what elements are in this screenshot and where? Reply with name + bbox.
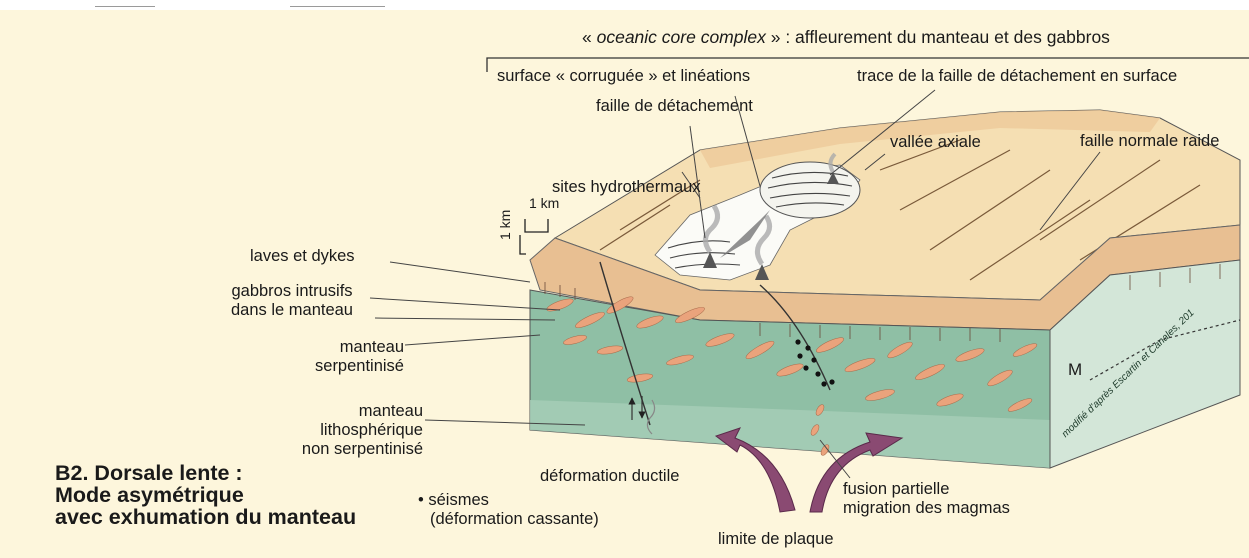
label-gabbros-line2: dans le manteau bbox=[212, 301, 372, 320]
label-manteau-lithospherique: manteau lithosphérique non serpentinisé bbox=[300, 402, 423, 459]
label-manteau-serp-line1: manteau bbox=[280, 338, 404, 357]
label-trace-faille: trace de la faille de détachement en sur… bbox=[857, 67, 1177, 86]
label-laves-dykes: laves et dykes bbox=[250, 247, 355, 266]
occ-description: » : affleurement du manteau et des gabbr… bbox=[766, 27, 1110, 47]
label-moho: M bbox=[1068, 360, 1082, 380]
label-fusion-line1: fusion partielle bbox=[843, 480, 1010, 499]
scale-horizontal-label: 1 km bbox=[529, 194, 559, 213]
occ-term: oceanic core complex bbox=[597, 27, 766, 47]
label-fusion-line2: migration des magmas bbox=[843, 499, 1010, 518]
label-gabbros: gabbros intrusifs dans le manteau bbox=[212, 282, 372, 320]
label-sites-hydrothermaux: sites hydrothermaux bbox=[552, 178, 701, 197]
title-line1: B2. Dorsale lente : bbox=[55, 462, 356, 484]
label-limite-plaque: limite de plaque bbox=[718, 530, 834, 549]
label-seismes-line1: • séismes bbox=[418, 491, 599, 510]
label-seismes-line2: (déformation cassante) bbox=[418, 510, 599, 529]
title-line3: avec exhumation du manteau bbox=[55, 506, 356, 528]
label-manteau-lith-line2: lithosphérique bbox=[300, 421, 423, 440]
label-deformation-ductile: déformation ductile bbox=[540, 467, 679, 486]
label-manteau-lith-line1: manteau bbox=[300, 402, 423, 421]
label-vallee-axiale: vallée axiale bbox=[890, 133, 981, 152]
figure-title: B2. Dorsale lente : Mode asymétrique ave… bbox=[55, 462, 356, 528]
label-faille-normale: faille normale raide bbox=[1080, 132, 1219, 151]
label-faille-detachement: faille de détachement bbox=[596, 97, 753, 116]
occ-header: « oceanic core complex » : affleurement … bbox=[582, 28, 1110, 47]
scale-vertical-label: 1 km bbox=[496, 210, 515, 240]
label-manteau-serp-line2: serpentinisé bbox=[280, 357, 404, 376]
label-gabbros-line1: gabbros intrusifs bbox=[212, 282, 372, 301]
title-line2: Mode asymétrique bbox=[55, 484, 356, 506]
occ-open-quote: « bbox=[582, 27, 597, 47]
label-manteau-lith-line3: non serpentinisé bbox=[300, 440, 423, 459]
dome-oval bbox=[760, 162, 860, 218]
label-surface-corruguee: surface « corruguée » et linéations bbox=[497, 67, 750, 86]
label-manteau-serpentinise: manteau serpentinisé bbox=[280, 338, 404, 376]
label-fusion: fusion partielle migration des magmas bbox=[843, 480, 1010, 518]
label-seismes: • séismes (déformation cassante) bbox=[418, 491, 599, 529]
